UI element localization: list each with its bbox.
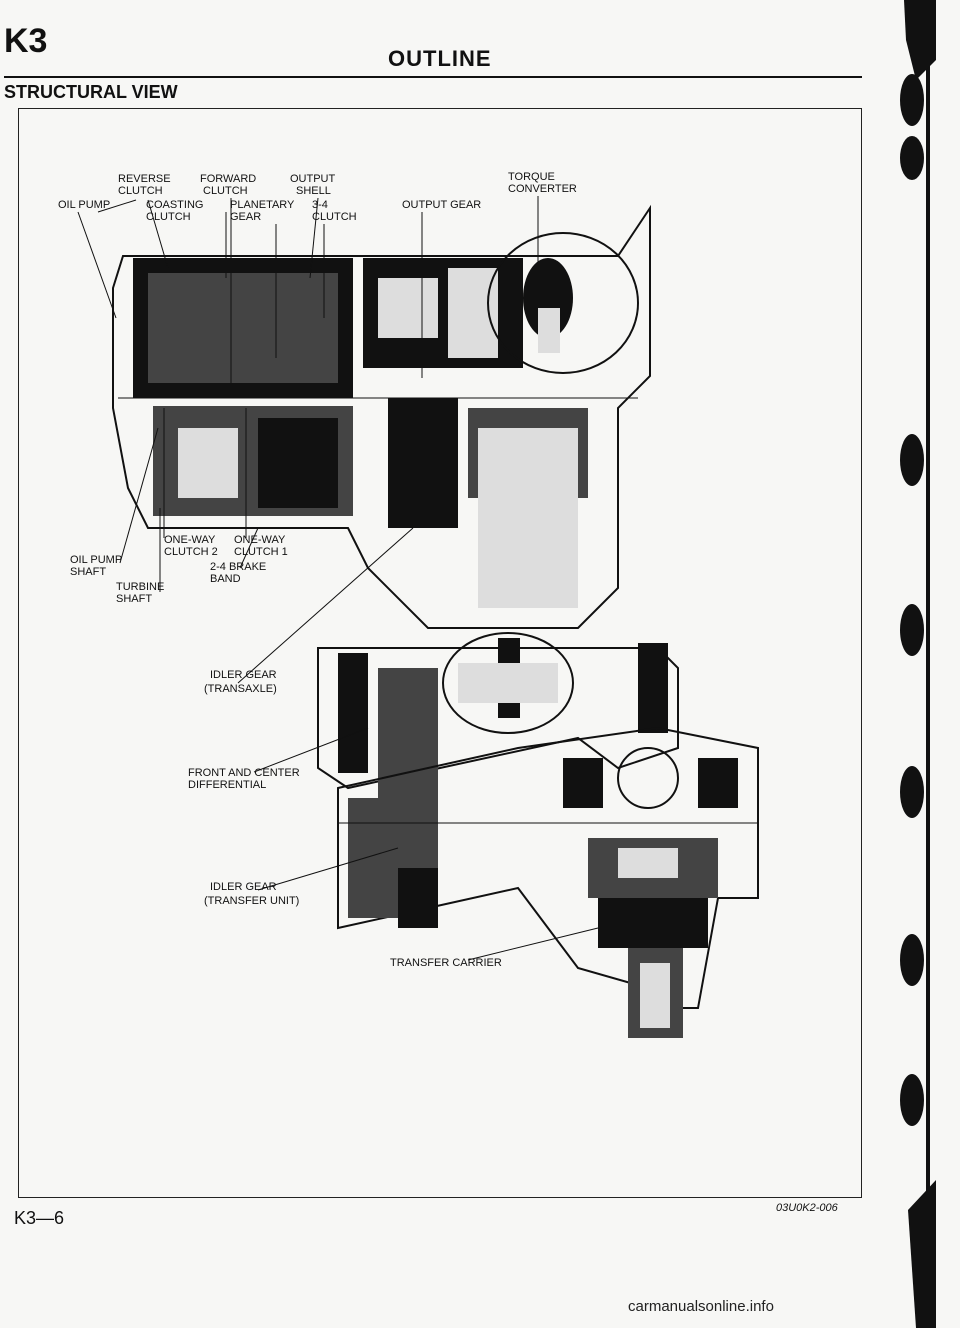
svg-text:CLUTCH: CLUTCH: [203, 185, 248, 197]
label-idler-gear-transaxle: IDLER GEAR: [210, 669, 277, 681]
section-code: K3: [4, 22, 48, 60]
label-transfer-carrier: TRANSFER CARRIER: [390, 957, 502, 969]
label-one-way-clutch-2: ONE-WAY: [164, 534, 216, 546]
svg-text:DIFFERENTIAL: DIFFERENTIAL: [188, 779, 266, 791]
svg-text:CLUTCH: CLUTCH: [118, 185, 163, 197]
svg-text:CLUTCH 2: CLUTCH 2: [164, 546, 218, 558]
svg-text:CLUTCH: CLUTCH: [146, 211, 191, 223]
label-idler-gear-transfer: IDLER GEAR: [210, 881, 277, 893]
svg-text:CLUTCH: CLUTCH: [312, 211, 357, 223]
part-labels: REVERSE CLUTCH FORWARD CLUTCH OUTPUT SHE…: [58, 171, 577, 969]
svg-text:CLUTCH 1: CLUTCH 1: [234, 546, 288, 558]
label-reverse-clutch: REVERSE: [118, 173, 171, 185]
label-34-clutch: 3-4: [312, 199, 328, 211]
section-heading: STRUCTURAL VIEW: [4, 82, 178, 102]
binding-edge-artifact: [900, 0, 936, 1328]
label-output-gear: OUTPUT GEAR: [402, 199, 481, 211]
svg-text:SHELL: SHELL: [296, 185, 331, 197]
label-planetary-gear: PLANETARY: [230, 199, 295, 211]
page-number: K3—6: [14, 1208, 65, 1228]
label-output-shell: OUTPUT: [290, 173, 336, 185]
leader-lines: [77, 196, 599, 961]
header-rule: [4, 76, 862, 78]
label-one-way-clutch-1: ONE-WAY: [234, 534, 286, 546]
label-torque-converter: TORQUE: [508, 171, 555, 183]
svg-text:BAND: BAND: [210, 573, 241, 585]
label-brake-band: 2-4 BRAKE: [210, 561, 266, 573]
watermark: carmanualsonline.info: [628, 1298, 774, 1315]
svg-text:(TRANSFER UNIT): (TRANSFER UNIT): [204, 895, 299, 907]
transfer-unit: [337, 726, 759, 1038]
page-title: OUTLINE: [388, 46, 492, 71]
svg-text:(TRANSAXLE): (TRANSAXLE): [204, 683, 277, 695]
svg-text:GEAR: GEAR: [230, 211, 261, 223]
svg-text:SHAFT: SHAFT: [116, 593, 152, 605]
figure-code: 03U0K2-006: [776, 1202, 838, 1214]
label-forward-clutch: FORWARD: [200, 173, 256, 185]
figure-frame: [18, 108, 862, 1198]
label-front-center-differential: FRONT AND CENTER: [188, 767, 300, 779]
svg-text:CONVERTER: CONVERTER: [508, 183, 577, 195]
label-coasting-clutch: COASTING: [146, 199, 203, 211]
svg-text:SHAFT: SHAFT: [70, 566, 106, 578]
label-oil-pump-shaft: OIL PUMP: [70, 554, 122, 566]
label-oil-pump: OIL PUMP: [58, 199, 110, 211]
label-turbine-shaft: TURBINE: [116, 581, 164, 593]
transaxle-housing: [112, 204, 651, 629]
transmission-cutaway-diagram: REVERSE CLUTCH FORWARD CLUTCH OUTPUT SHE…: [58, 171, 759, 1038]
torque-converter: [487, 232, 639, 374]
